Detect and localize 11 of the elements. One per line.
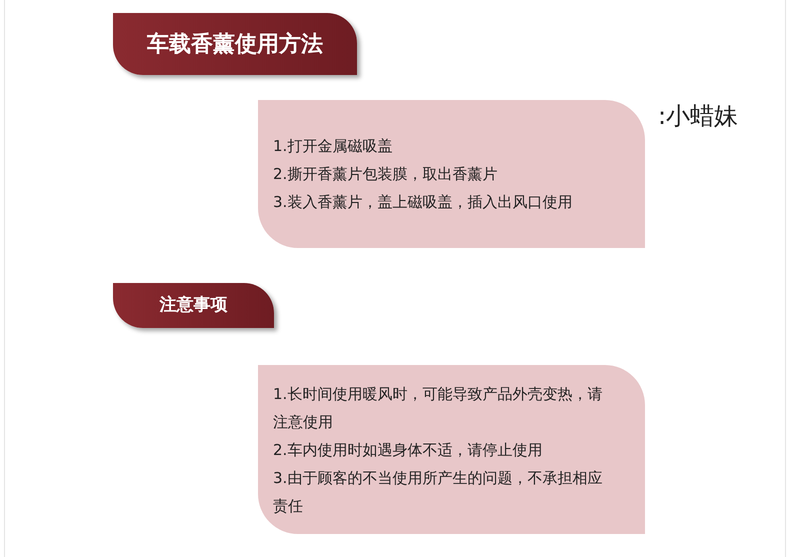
instruction-text: 3.由于顾客的不当使用所产生的问题，不承担相应责任 bbox=[273, 468, 604, 516]
speaker-name: :小蜡妹 bbox=[658, 101, 738, 132]
speech-bubble bbox=[258, 100, 645, 248]
instruction-text: 2.撕开香薰片包装膜，取出香薰片 bbox=[273, 164, 498, 185]
heading-tab: 车载香薰使用方法 bbox=[113, 13, 357, 75]
instruction-text: 2.车内使用时如遇身体不适，请停止使用 bbox=[273, 440, 544, 460]
heading-tab: 注意事项 bbox=[113, 283, 274, 328]
instruction-text: 3.装入香薰片，盖上磁吸盖，插入出风口使用 bbox=[273, 192, 574, 213]
instruction-text: 1.打开金属磁吸盖 bbox=[273, 136, 394, 157]
instruction-text: 1.长时间使用暖风时，可能导致产品外壳变热，请注意使用 bbox=[273, 384, 604, 432]
speech-bubble bbox=[258, 365, 645, 534]
